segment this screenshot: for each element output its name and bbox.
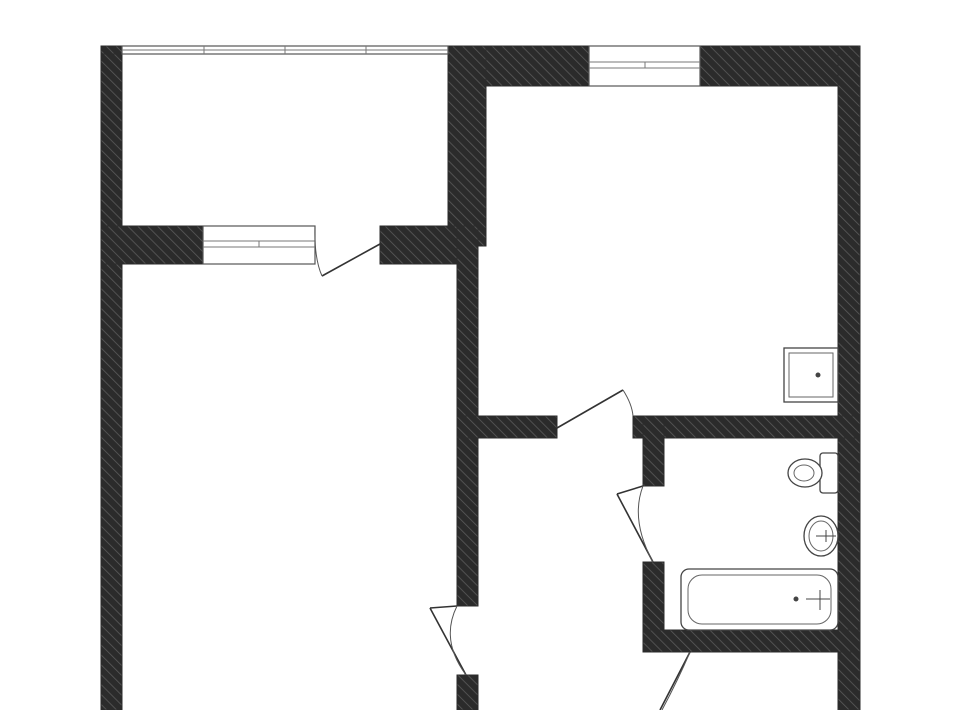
- bathroom-wall-left-upper: [642, 415, 665, 487]
- kitchen-top-wall-left: [100, 225, 204, 265]
- balcony-wall-right: [447, 45, 487, 247]
- balcony-door: [314, 225, 381, 277]
- hall-door: [659, 651, 691, 710]
- bathtub-icon: [680, 568, 839, 631]
- central-wall-lower: [456, 419, 479, 607]
- washbasin-icon: [803, 515, 839, 557]
- doors: [314, 225, 691, 710]
- outer-wall-top-right-part: [699, 45, 861, 87]
- outer-wall-right: [837, 45, 861, 710]
- kitchen-window: [202, 225, 316, 265]
- windows: [121, 45, 701, 265]
- kitchen-sink-icon: [783, 347, 839, 403]
- central-wall-upper: [456, 225, 479, 437]
- living-room-window: [588, 45, 701, 87]
- room-door: [429, 605, 467, 676]
- living-bottom-wall-right: [632, 415, 861, 439]
- bathroom-door: [616, 485, 654, 563]
- balcony-window: [121, 45, 449, 55]
- bathroom-wall-bottom: [642, 629, 861, 653]
- outer-wall-left: [100, 45, 123, 710]
- toilet-icon: [787, 452, 839, 494]
- living-room-door: [556, 389, 634, 429]
- central-wall-bottom: [456, 674, 479, 710]
- walls: [100, 45, 861, 710]
- living-bottom-wall-left: [456, 415, 558, 439]
